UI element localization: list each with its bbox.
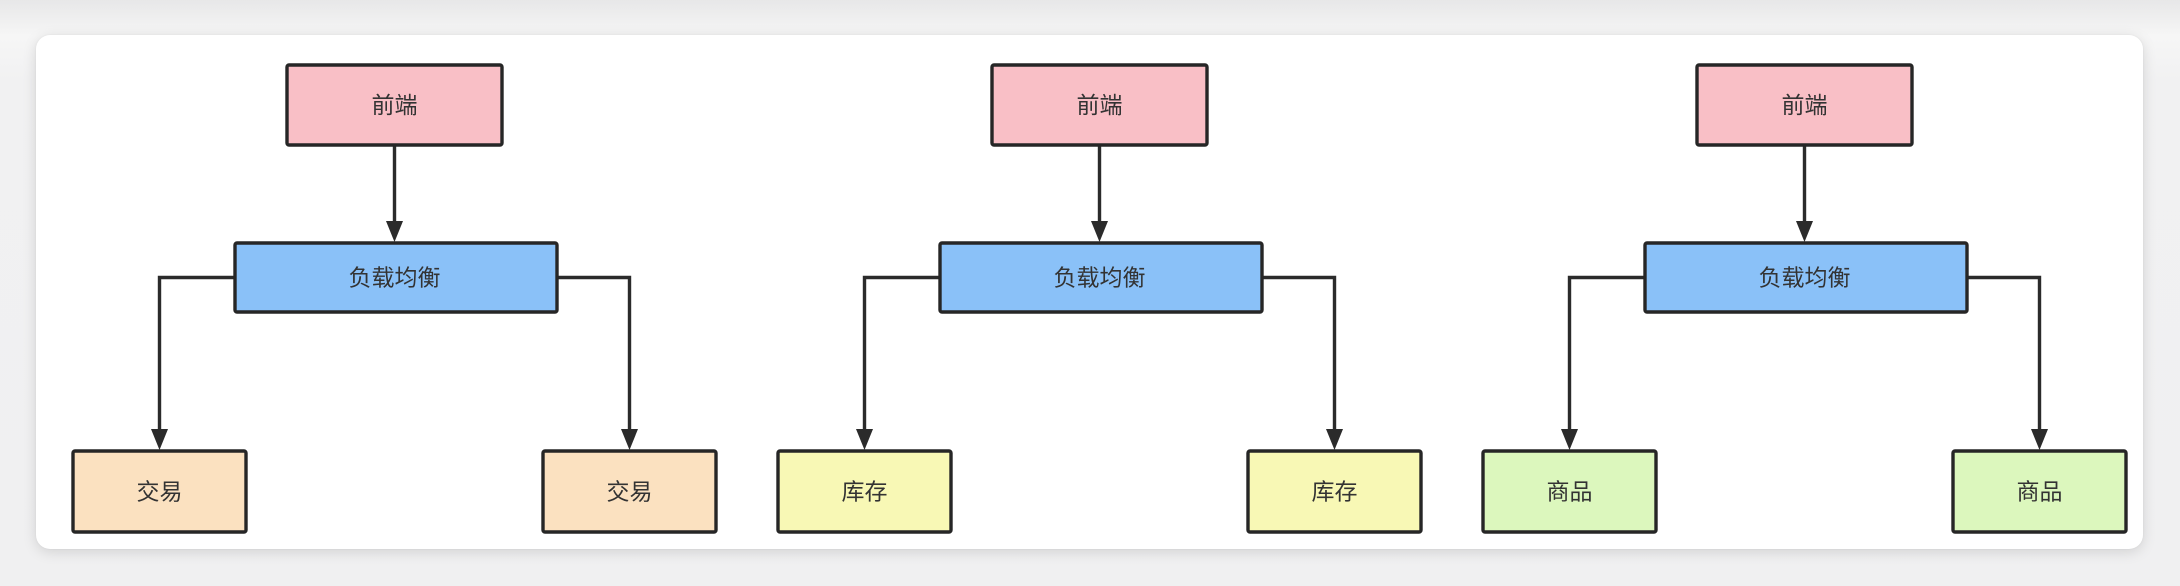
arrowhead-down-icon [151, 429, 168, 450]
node-trade-2 [541, 449, 718, 534]
node-frontend [285, 63, 504, 147]
node-frontend-label: 前端 [1077, 93, 1123, 119]
node-trade-2-label: 交易 [607, 480, 653, 506]
connector-balancer-to-child-1 [1567, 275, 1645, 430]
node-inventory-1-label: 库存 [842, 480, 888, 506]
connector-balancer-to-child-2 [1964, 275, 2042, 430]
node-frontend-label: 前端 [1782, 93, 1828, 119]
node-load-balancer [233, 241, 559, 314]
arrowhead-down-icon [1326, 429, 1343, 450]
arrowhead-down-icon [1796, 221, 1813, 242]
node-inventory-2 [1246, 449, 1423, 534]
arrowhead-down-icon [1091, 221, 1108, 242]
node-frontend-label: 前端 [372, 93, 418, 119]
diagram-trade-cluster: 前端 负载均衡 交易 交易 [71, 63, 718, 534]
diagram-product-cluster: 前端 负载均衡 商品 商品 [1481, 63, 2128, 534]
connector-balancer-to-child-2 [554, 275, 632, 430]
connector-balancer-to-child-2 [1259, 275, 1337, 430]
node-product-1-label: 商品 [1547, 480, 1593, 506]
diagram-inventory-cluster: 前端 负载均衡 库存 库存 [776, 63, 1423, 534]
arrowhead-down-icon [386, 221, 403, 242]
arrowhead-down-icon [856, 429, 873, 450]
arrowhead-down-icon [621, 429, 638, 450]
node-product-1 [1481, 449, 1658, 534]
node-trade-1 [71, 449, 248, 534]
node-frontend [990, 63, 1209, 147]
node-load-balancer-label: 负载均衡 [1759, 266, 1851, 292]
node-trade-1-label: 交易 [137, 480, 183, 506]
node-inventory-1 [776, 449, 953, 534]
node-product-2-label: 商品 [2017, 480, 2063, 506]
arrowhead-down-icon [1561, 429, 1578, 450]
node-load-balancer [938, 241, 1264, 314]
node-load-balancer [1643, 241, 1969, 314]
node-load-balancer-label: 负载均衡 [349, 266, 441, 292]
node-load-balancer-label: 负载均衡 [1054, 266, 1146, 292]
diagram-canvas-card: 前端 负载均衡 交易 交易 前端 负载均衡 库存 库存 前端 [36, 35, 2143, 549]
node-frontend [1695, 63, 1914, 147]
node-inventory-2-label: 库存 [1312, 480, 1358, 506]
connector-balancer-to-child-1 [862, 275, 940, 430]
connector-balancer-to-child-1 [157, 275, 235, 430]
node-product-2 [1951, 449, 2128, 534]
arrowhead-down-icon [2031, 429, 2048, 450]
